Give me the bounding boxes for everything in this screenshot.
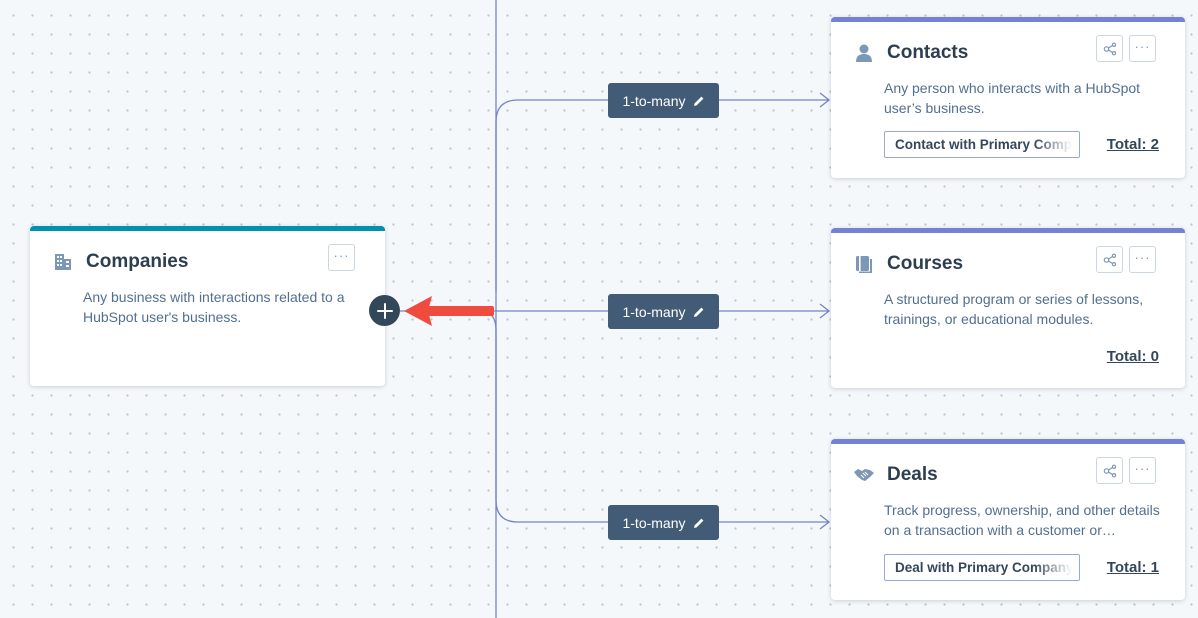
courses-more-button[interactable]: ··· — [1129, 246, 1156, 273]
companies-title: Companies — [86, 251, 189, 272]
companies-card[interactable]: Companies ··· Any business with interact… — [30, 226, 385, 386]
association-pill-courses[interactable]: 1-to-many — [608, 294, 719, 329]
arrowhead-courses — [819, 303, 831, 319]
courses-association-button[interactable] — [1096, 246, 1123, 273]
deals-description: Track progress, ownership, and other det… — [884, 502, 1160, 538]
more-icon: ··· — [333, 247, 350, 263]
deals-more-button[interactable]: ··· — [1129, 457, 1156, 484]
deals-title: Deals — [887, 464, 938, 485]
deals-association-button[interactable] — [1096, 457, 1123, 484]
contacts-more-button[interactable]: ··· — [1129, 35, 1156, 62]
more-icon: ··· — [1134, 38, 1151, 54]
courses-title: Courses — [887, 253, 964, 274]
arrowhead-deals — [819, 514, 831, 530]
pencil-icon — [693, 95, 705, 107]
annotation-arrow — [404, 296, 494, 326]
add-association-button[interactable] — [369, 295, 400, 326]
companies-title-row: Companies — [52, 251, 188, 273]
more-icon: ··· — [1134, 460, 1151, 476]
courses-total-link[interactable]: Total: 0 — [1106, 348, 1159, 365]
book-icon — [853, 253, 875, 275]
connector-to-contacts — [495, 99, 828, 292]
contacts-title: Contacts — [887, 42, 969, 63]
arrowhead-contacts — [819, 92, 831, 108]
pencil-icon — [693, 517, 705, 529]
share-nodes-icon — [1103, 253, 1116, 266]
companies-more-button[interactable]: ··· — [328, 244, 355, 271]
handshake-icon — [853, 464, 875, 486]
contacts-association-button[interactable] — [1096, 35, 1123, 62]
pill-label: 1-to-many — [622, 514, 686, 531]
courses-description: A structured program or series of lesson… — [884, 291, 1144, 327]
pill-label: 1-to-many — [622, 303, 686, 320]
share-nodes-icon — [1103, 42, 1116, 55]
deals-card[interactable]: Deals ··· Track progress, ownership, and… — [831, 439, 1185, 600]
deals-association-label[interactable]: Deal with Primary Company — [884, 554, 1080, 581]
person-icon — [853, 42, 875, 64]
connector-to-deals — [479, 310, 828, 523]
association-pill-contacts[interactable]: 1-to-many — [608, 83, 719, 118]
courses-card[interactable]: Courses ··· A structured program or seri… — [831, 228, 1185, 388]
share-nodes-icon — [1103, 464, 1116, 477]
deals-title-row: Deals — [853, 464, 938, 486]
building-icon — [52, 251, 74, 273]
association-pill-deals[interactable]: 1-to-many — [608, 505, 719, 540]
deals-total-link[interactable]: Total: 1 — [1106, 559, 1159, 576]
plus-icon — [376, 302, 393, 319]
pencil-icon — [693, 306, 705, 318]
more-icon: ··· — [1134, 249, 1151, 265]
contacts-association-label[interactable]: Contact with Primary Company — [884, 131, 1080, 158]
courses-title-row: Courses — [853, 253, 963, 275]
contacts-title-row: Contacts — [853, 42, 968, 64]
contacts-description: Any person who interacts with a HubSpot … — [884, 80, 1141, 116]
pill-label: 1-to-many — [622, 92, 686, 109]
contacts-total-link[interactable]: Total: 2 — [1106, 136, 1159, 153]
contacts-card[interactable]: Contacts ··· Any person who interacts wi… — [831, 17, 1185, 178]
companies-description: Any business with interactions related t… — [83, 289, 345, 325]
